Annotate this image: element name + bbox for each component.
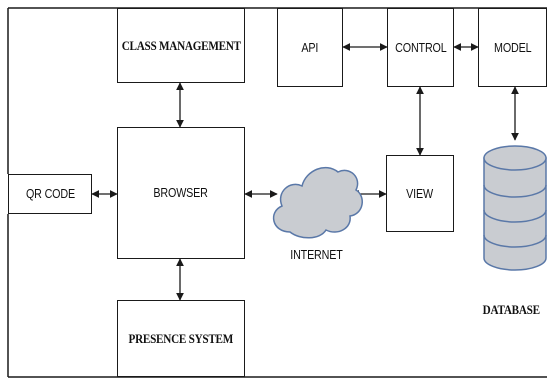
internet-cloud-icon (272, 166, 363, 239)
model-label: MODEL (493, 40, 532, 55)
qr-code-label: QR CODE (25, 187, 75, 201)
presence-system-label: PRESENCE SYSTEM (128, 330, 234, 346)
browser-label: BROWSER (153, 186, 209, 200)
api-label: API (301, 40, 319, 55)
database-caption: DATABASE (482, 302, 540, 317)
view-box: VIEW (386, 155, 454, 232)
api-box: API (277, 8, 343, 87)
control-box: CONTROL (387, 8, 454, 87)
database-icon (483, 145, 547, 271)
browser-box: BROWSER (117, 127, 245, 259)
class-management-box: CLASS MANAGEMENT (117, 8, 245, 83)
model-box: MODEL (478, 8, 547, 87)
internet-caption: INTERNET (290, 248, 343, 262)
control-label: CONTROL (394, 40, 447, 55)
presence-system-box: PRESENCE SYSTEM (117, 300, 245, 377)
qr-code-box: QR CODE (8, 174, 92, 214)
class-management-label: CLASS MANAGEMENT (121, 37, 241, 53)
view-label: VIEW (406, 186, 434, 201)
